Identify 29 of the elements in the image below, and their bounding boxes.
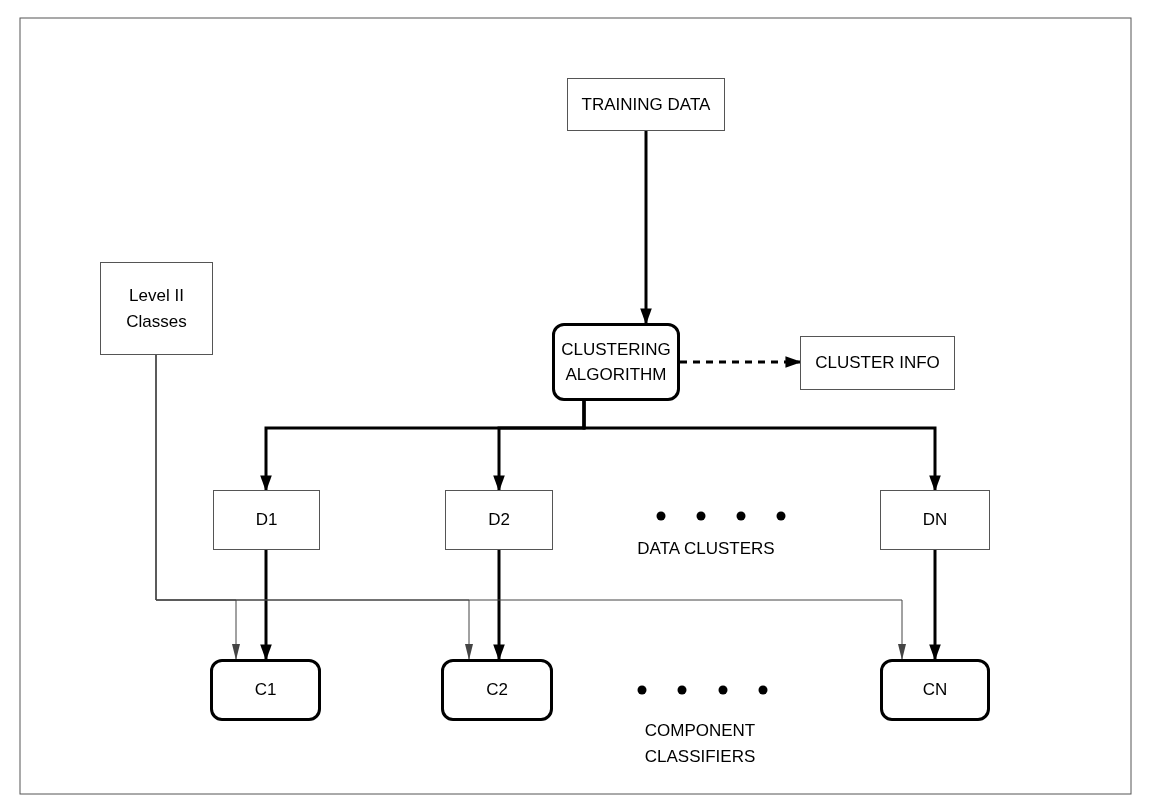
arrow: [680, 356, 802, 368]
box-label: C1: [254, 679, 277, 702]
group-label: COMPONENT CLASSIFIERS: [643, 720, 757, 768]
box-label: TRAINING DATA: [581, 93, 711, 116]
rounded-process-box: [880, 659, 990, 721]
arrow: [640, 131, 652, 325]
box-label: CLUSTER INFO: [815, 352, 940, 375]
process-box: [100, 262, 213, 355]
arrow: [582, 401, 941, 492]
box-label: C2: [486, 679, 508, 702]
rounded-process-box: [552, 323, 680, 401]
box-label: D2: [488, 509, 510, 532]
box-label: Level II Classes: [125, 285, 188, 333]
box-label: D1: [255, 509, 278, 532]
process-box: [567, 78, 725, 131]
arrow: [493, 550, 505, 661]
process-box: [800, 336, 955, 390]
rounded-process-box: [210, 659, 321, 721]
arrow: [929, 550, 941, 661]
group-label: DATA CLUSTERS: [636, 538, 776, 560]
box-label: DN: [922, 509, 948, 532]
process-box: [213, 490, 320, 550]
box-label: CLUSTERING ALGORITHM: [560, 338, 672, 386]
box-label: CN: [922, 679, 948, 702]
connector-arrow: [155, 354, 906, 660]
rounded-process-box: [441, 659, 553, 721]
arrow: [260, 550, 272, 661]
process-box: [880, 490, 990, 550]
process-box: [445, 490, 553, 550]
